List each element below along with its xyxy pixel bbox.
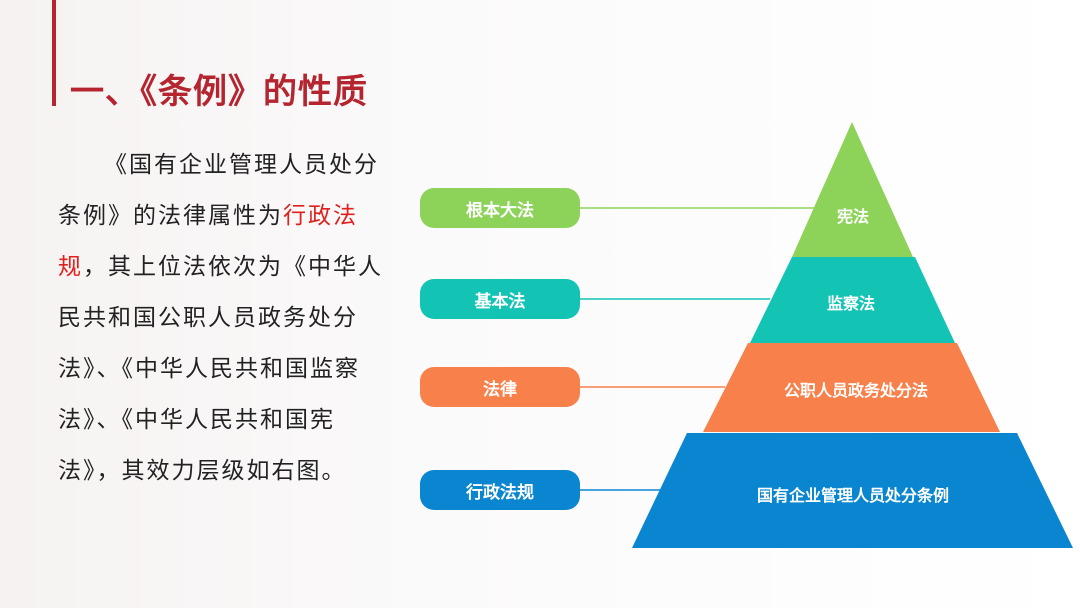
level-label-supervision-law: 监察法 (826, 294, 876, 313)
pyramid-level-2 (750, 257, 955, 343)
text-before: 《国有企业管理人员处分条例》的法律属性为 (58, 152, 379, 229)
level-label-sanction-law: 公职人员政务处分法 (783, 381, 929, 400)
category-pill-basic: 基本法 (420, 279, 580, 319)
text-after: ，其上位法依次为《中华人民共和国公职人员政务处分法》、《中华人民共和国监察法》、… (58, 254, 383, 484)
level-label-regulation: 国有企业管理人员处分条例 (756, 486, 950, 505)
category-pill-law: 法律 (420, 367, 580, 407)
pyramid-level-3 (703, 343, 1000, 432)
level-label-constitution: 宪法 (836, 207, 870, 226)
category-pill-regulation: 行政法规 (420, 470, 580, 510)
category-pill-fundamental: 根本大法 (420, 188, 580, 228)
title-accent-bar (52, 0, 56, 106)
pyramid-level-4 (632, 433, 1073, 548)
page-title: 一、《条例》的性质 (70, 72, 368, 112)
pyramid-level-1 (792, 122, 913, 257)
highlight-text: 行政法规 (58, 203, 358, 280)
description-paragraph: 《国有企业管理人员处分条例》的法律属性为行政法规，其上位法依次为《中华人民共和国… (58, 140, 393, 497)
